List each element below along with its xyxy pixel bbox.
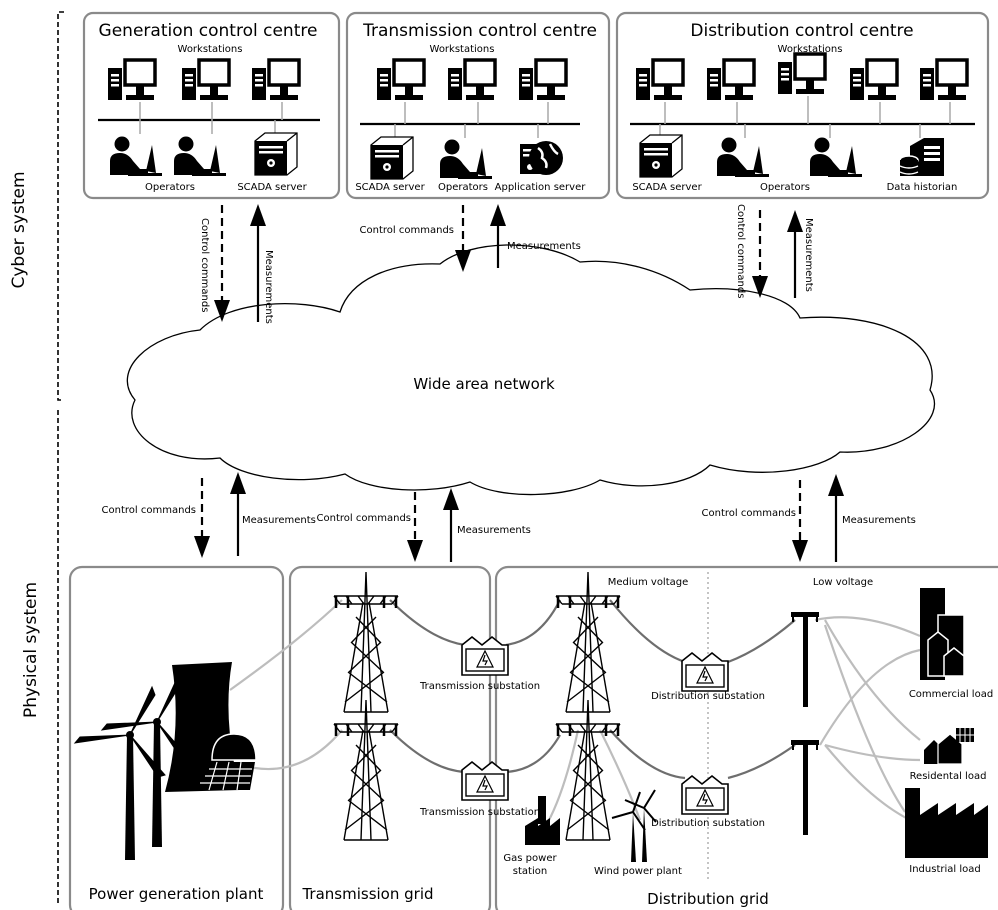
distribution-operators-label: Operators	[760, 182, 810, 193]
power-generation-plant-title: Power generation plant	[89, 885, 264, 903]
cyber-bracket	[57, 11, 64, 401]
distribution-grid-box	[494, 565, 998, 910]
gas-power-station-icon	[525, 796, 560, 845]
distribution-grid-title: Distribution grid	[647, 890, 769, 908]
generation-measurements-label: Measurements	[263, 250, 274, 324]
plant-control-label: Control commands	[102, 505, 196, 516]
transmission-scada-label: SCADA server	[355, 182, 425, 193]
scada-server-icon	[370, 136, 414, 180]
generation-workstations-label: Workstations	[178, 44, 243, 55]
plant-arrows: Control commands Measurements	[102, 472, 316, 558]
wide-area-network-cloud	[126, 244, 936, 496]
transmission-grid-measurements-label: Measurements	[457, 525, 531, 536]
distribution-scada-label: SCADA server	[632, 182, 702, 193]
distribution-centre-title: Distribution control centre	[690, 21, 913, 41]
transmission-grid-control-label: Control commands	[317, 513, 411, 524]
generation-operators-label: Operators	[145, 182, 195, 193]
transmission-control-label: Control commands	[360, 225, 454, 236]
generation-control-label: Control commands	[199, 218, 210, 312]
distribution-workstations-label: Workstations	[778, 44, 843, 55]
transmission-workstations-label: Workstations	[430, 44, 495, 55]
residential-load-label: Residental load	[910, 771, 987, 782]
distribution-grid-arrows: Control commands Measurements	[702, 474, 916, 562]
application-server-icon	[518, 139, 565, 177]
distribution-arrows: Control commands Measurements	[735, 204, 814, 298]
distribution-control-centre: Distribution control centre Workstations…	[615, 11, 990, 200]
transmission-grid-title: Transmission grid	[301, 885, 433, 903]
low-voltage-label: Low voltage	[813, 577, 873, 588]
industrial-load-label: Industrial load	[909, 864, 980, 875]
scada-server-icon	[254, 132, 298, 176]
generation-arrows: Control commands Measurements	[199, 204, 274, 324]
cyber-system-label: Cyber system	[9, 171, 29, 288]
commercial-load-label: Commercial load	[909, 689, 993, 700]
generation-control-centre: Generation control centre Workstations O…	[82, 11, 341, 200]
scada-server-icon	[639, 134, 683, 178]
distribution-grid-measurements-label: Measurements	[842, 515, 916, 526]
gas-power-label-2: station	[513, 866, 547, 877]
distribution-control-label: Control commands	[735, 204, 746, 298]
transmission-grid-box	[288, 565, 492, 910]
transmission-centre-title: Transmission control centre	[362, 21, 597, 41]
generation-centre-title: Generation control centre	[99, 21, 318, 41]
transmission-substation-label-1: Transmission substation	[419, 681, 540, 692]
distribution-grid-control-label: Control commands	[702, 508, 796, 519]
plant-measurements-label: Measurements	[242, 515, 316, 526]
power-lines	[229, 599, 921, 823]
physical-system-label: Physical system	[21, 582, 41, 718]
transmission-arrows: Control commands Measurements	[360, 204, 581, 272]
distribution-substation-label-1: Distribution substation	[651, 691, 765, 702]
transmission-control-centre: Transmission control centre Workstations…	[345, 11, 611, 200]
generation-scada-label: SCADA server	[237, 182, 307, 193]
transmission-measurements-label: Measurements	[507, 241, 581, 252]
commercial-load-icon	[920, 588, 965, 680]
wide-area-network-label: Wide area network	[413, 375, 555, 393]
industrial-load-icon	[905, 788, 988, 858]
gas-power-label-1: Gas power	[503, 853, 557, 864]
residential-load-icon	[924, 728, 974, 765]
medium-voltage-label: Medium voltage	[608, 577, 689, 588]
transmission-grid-arrows: Control commands Measurements	[317, 488, 531, 562]
wind-power-plant-icon	[611, 789, 657, 862]
distribution-substation-label-2: Distribution substation	[651, 818, 765, 829]
transmission-operators-label: Operators	[438, 182, 488, 193]
transmission-app-server-label: Application server	[495, 182, 587, 193]
wind-power-plant-label: Wind power plant	[594, 866, 682, 877]
reactor-dome-icon	[211, 733, 257, 761]
transmission-substation-label-2: Transmission substation	[419, 807, 540, 818]
distribution-measurements-label: Measurements	[803, 218, 814, 292]
power-plant-graphic	[74, 662, 257, 861]
distribution-historian-label: Data historian	[887, 182, 958, 193]
